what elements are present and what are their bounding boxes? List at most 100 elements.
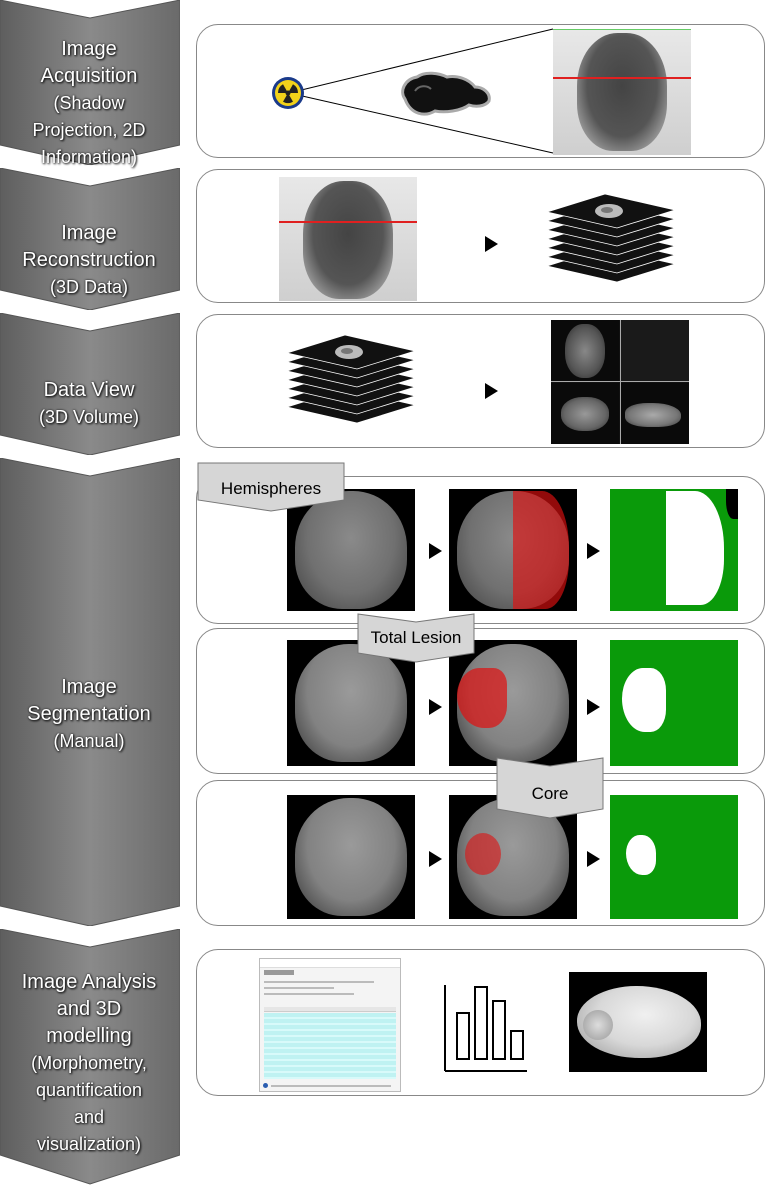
stage-subtitle: Information) bbox=[40, 147, 138, 167]
empty-view bbox=[621, 320, 689, 381]
flow-arrow-icon bbox=[429, 851, 442, 867]
brain-slice bbox=[625, 403, 681, 427]
stage-subtitle: (Morphometry, bbox=[31, 1053, 147, 1073]
projection-image bbox=[279, 177, 417, 301]
tab-total-lesion: Total Lesion bbox=[357, 613, 475, 663]
stage-subtitle: (3D Volume) bbox=[38, 407, 140, 427]
brain-scan-overlay bbox=[449, 640, 577, 766]
tab-label: Hemispheres bbox=[220, 479, 322, 498]
stage-subtitle: (Shadow bbox=[53, 93, 125, 113]
flow-arrow-icon bbox=[587, 851, 600, 867]
orthogonal-views bbox=[551, 320, 689, 444]
radiation-icon bbox=[272, 77, 304, 109]
stage-subtitle: (Manual) bbox=[53, 731, 125, 751]
brain-scan-original bbox=[287, 489, 415, 611]
mouse-brain-silhouette bbox=[401, 71, 491, 116]
stage-subtitle: Projection, 2D bbox=[32, 120, 146, 140]
stage-title: Reconstruction bbox=[22, 249, 156, 271]
stage-title: Image bbox=[61, 222, 117, 244]
scan-line bbox=[553, 77, 691, 79]
brain-slice bbox=[561, 397, 609, 431]
projection-image bbox=[553, 29, 691, 155]
chevron-shape bbox=[0, 0, 180, 165]
mask-region bbox=[622, 668, 666, 732]
flow-arrow-icon bbox=[485, 383, 498, 399]
stage-subtitle: and bbox=[73, 1107, 105, 1127]
tab-shape bbox=[357, 613, 475, 663]
slice-stack bbox=[287, 334, 417, 424]
lesion-overlay bbox=[457, 668, 507, 728]
mask-corner bbox=[726, 489, 738, 519]
analysis-panel bbox=[196, 949, 765, 1096]
brain-lobe bbox=[583, 1010, 613, 1040]
brain-3d-model bbox=[569, 972, 707, 1072]
reconstruction-panel bbox=[196, 169, 765, 303]
mask-frame bbox=[610, 489, 738, 611]
hemisphere-overlay bbox=[513, 491, 569, 609]
coronal-view bbox=[551, 383, 619, 444]
flow-arrow-icon bbox=[429, 543, 442, 559]
chevron-shape bbox=[0, 458, 180, 926]
table-header bbox=[264, 1007, 396, 1012]
stage-subtitle: quantification bbox=[35, 1080, 143, 1100]
stage-subtitle: (3D Data) bbox=[49, 277, 129, 297]
status-line bbox=[271, 1085, 391, 1087]
stage-label: Image Analysis and 3D modelling (Morphom… bbox=[2, 969, 176, 1158]
mask-region bbox=[666, 491, 724, 605]
software-window-thumbnail bbox=[259, 958, 401, 1092]
stage-title: Acquisition bbox=[40, 65, 138, 87]
stage-title: modelling bbox=[46, 1025, 132, 1047]
core-mask bbox=[610, 795, 738, 919]
stage-chevron-segmentation: Image Segmentation (Manual) bbox=[0, 458, 180, 926]
flow-arrow-icon bbox=[485, 236, 498, 252]
segmentation-hemispheres-panel bbox=[196, 476, 765, 624]
results-table bbox=[264, 1013, 396, 1079]
scan-line bbox=[279, 221, 417, 223]
stage-label: Image Acquisition (Shadow Projection, 2D… bbox=[2, 36, 176, 171]
text-line bbox=[264, 993, 354, 995]
text-line bbox=[264, 981, 374, 983]
stage-title: and 3D bbox=[56, 998, 122, 1020]
stage-chevron-data-view: Data View (3D Volume) bbox=[0, 313, 180, 455]
brain-slice bbox=[565, 324, 605, 378]
brain-slice bbox=[295, 798, 407, 916]
stage-label: Data View (3D Volume) bbox=[2, 377, 176, 431]
text-line bbox=[264, 987, 334, 989]
tab-core: Core bbox=[496, 757, 604, 819]
core-overlay bbox=[465, 833, 501, 875]
hemisphere-mask bbox=[610, 489, 738, 611]
stage-title: Data View bbox=[43, 379, 135, 401]
chevron-shape bbox=[0, 168, 180, 310]
tab-label: Core bbox=[531, 784, 569, 803]
view-divider bbox=[620, 320, 621, 444]
stage-title: Image bbox=[61, 38, 117, 60]
top-edge-line bbox=[553, 29, 691, 30]
projection-brain bbox=[303, 181, 393, 299]
flow-arrow-icon bbox=[587, 699, 600, 715]
stage-chevron-reconstruction: Image Reconstruction (3D Data) bbox=[0, 168, 180, 310]
projection-lines bbox=[288, 28, 554, 154]
sagittal-view bbox=[621, 383, 689, 444]
bar-chart-icon bbox=[444, 985, 527, 1072]
lesion-mask bbox=[610, 640, 738, 766]
stage-title: Segmentation bbox=[27, 703, 151, 725]
window-titlebar bbox=[260, 959, 400, 968]
stage-label: Image Reconstruction (3D Data) bbox=[2, 220, 176, 301]
acquisition-panel bbox=[196, 24, 765, 158]
stage-title: Image bbox=[61, 676, 117, 698]
brain-scan-original bbox=[287, 640, 415, 766]
stage-subtitle: visualization) bbox=[36, 1134, 142, 1154]
flow-arrow-icon bbox=[429, 699, 442, 715]
flow-arrow-icon bbox=[587, 543, 600, 559]
tab-label: Total Lesion bbox=[370, 628, 462, 647]
tab-hemispheres: Hemispheres bbox=[197, 462, 345, 512]
segmentation-total-lesion-panel bbox=[196, 628, 765, 774]
axial-view bbox=[551, 320, 619, 381]
brain-scan-original bbox=[287, 795, 415, 919]
stage-chevron-acquisition: Image Acquisition (Shadow Projection, 2D… bbox=[0, 0, 180, 167]
chevron-shape bbox=[0, 313, 180, 455]
brain-slice bbox=[295, 644, 407, 762]
tab-shape bbox=[197, 462, 345, 512]
info-icon bbox=[263, 1083, 268, 1088]
data-view-panel bbox=[196, 314, 765, 448]
